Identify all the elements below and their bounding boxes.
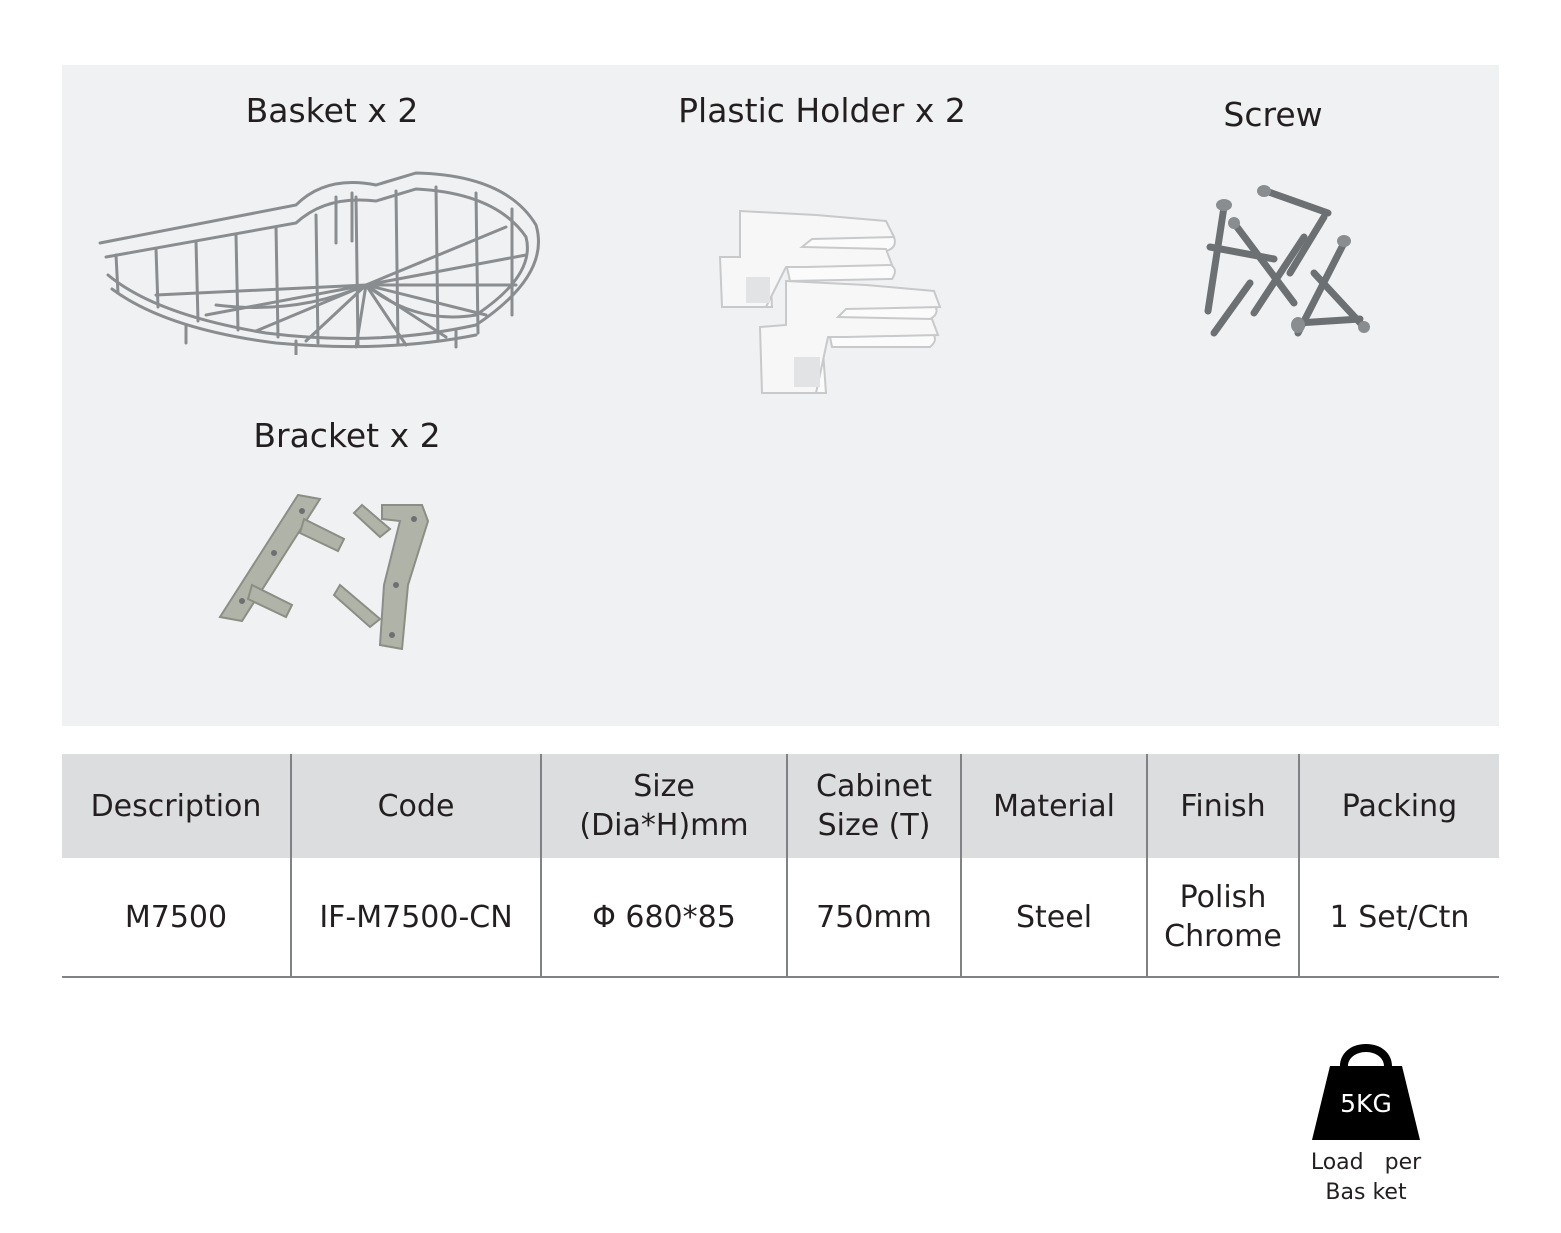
cell-size: Φ 680*85 xyxy=(540,858,787,977)
cell-material: Steel xyxy=(960,858,1147,977)
cell-packing: 1 Set/Ctn xyxy=(1298,858,1499,977)
parts-panel: Basket x 2 Plastic Holder x 2 xyxy=(62,65,1499,726)
header-code: Code xyxy=(290,754,541,858)
weight-icon: 5KG xyxy=(1296,1040,1436,1144)
screw-image xyxy=(1204,185,1370,337)
header-cabinet-size: Cabinet Size (T) xyxy=(786,754,961,858)
weight-value: 5KG xyxy=(1340,1089,1392,1118)
header-description: Description xyxy=(62,754,291,858)
screw-title: Screw xyxy=(1223,95,1323,134)
bracket-image xyxy=(218,493,430,651)
plastic-holder-image xyxy=(718,209,942,394)
spec-table: Description Code Size (Dia*H)mm Cabinet … xyxy=(62,754,1499,978)
load-label: Load per Bas ket xyxy=(1310,1150,1422,1205)
bracket-title: Bracket x 2 xyxy=(253,416,441,455)
cell-code: IF-M7500-CN xyxy=(290,858,541,977)
load-per-basket: 5KG Load per Bas ket xyxy=(1296,1040,1436,1207)
table-row: M7500 IF-M7500-CN Φ 680*85 750mm Steel P… xyxy=(62,858,1499,977)
cell-description: M7500 xyxy=(124,899,228,935)
basket-title: Basket x 2 xyxy=(245,91,419,130)
cell-cabinet-size: 750mm xyxy=(786,858,961,977)
plastic-holder-title: Plastic Holder x 2 xyxy=(678,91,966,130)
header-finish: Finish xyxy=(1146,754,1299,858)
header-packing: Packing xyxy=(1298,754,1499,858)
header-size: Size (Dia*H)mm xyxy=(540,754,787,858)
header-material: Material xyxy=(960,754,1147,858)
basket-image xyxy=(98,171,540,355)
table-header-row: Description Code Size (Dia*H)mm Cabinet … xyxy=(62,754,1499,858)
cell-finish: Polish Chrome xyxy=(1146,858,1299,977)
